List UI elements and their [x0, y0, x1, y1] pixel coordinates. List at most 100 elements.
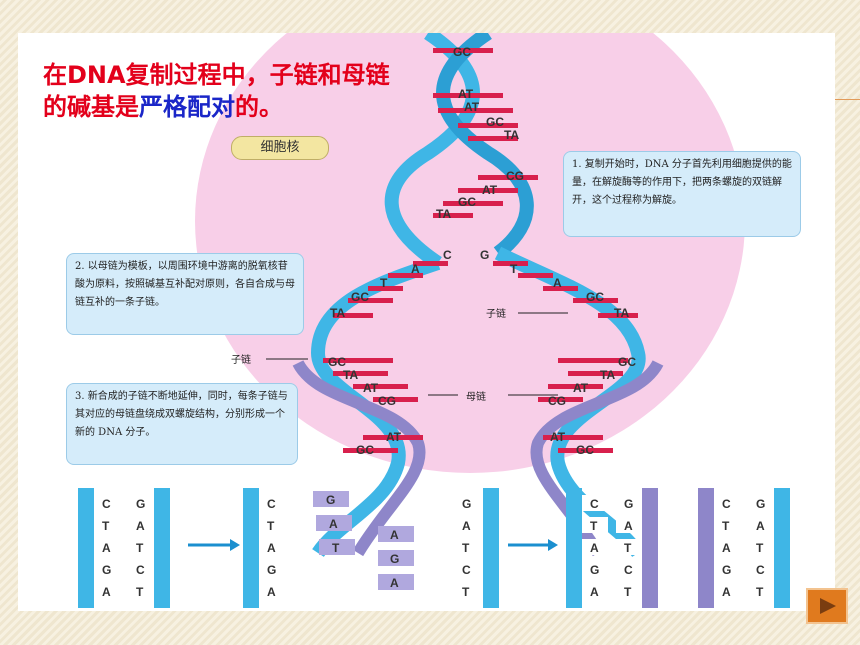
strip5-letter-r-3: C	[756, 563, 765, 577]
strip3-free-letter-1: G	[390, 552, 399, 566]
strip2-base-0	[259, 495, 285, 511]
strip2-letter-1: T	[267, 519, 275, 533]
base-pair-top-3: GC	[486, 115, 504, 129]
strip5-base-l-4	[714, 583, 740, 599]
strip2-free-letter-1: A	[329, 517, 338, 531]
right-helix-pair-1: TA	[600, 368, 615, 382]
strip5-letter-r-4: T	[756, 585, 764, 599]
strip4-base-l-4	[582, 583, 608, 599]
strip4-letter-r-1: A	[624, 519, 633, 533]
schematic-arrows	[188, 539, 558, 551]
strip5-letter-r-1: A	[756, 519, 765, 533]
strip1-base-l-0	[94, 495, 120, 511]
strip5-base-l-3	[714, 561, 740, 577]
strip2-free-2	[319, 539, 355, 555]
strip4-base-l-3	[582, 561, 608, 577]
next-slide-button[interactable]	[806, 588, 848, 624]
nucleus-label: 细胞核	[231, 136, 329, 160]
left-daughter-strand	[292, 359, 426, 557]
strip2-base-2	[259, 539, 285, 555]
strip4-letter-r-2: T	[624, 541, 632, 555]
strip1-base-r-3	[128, 561, 154, 577]
helix-strand-a	[384, 33, 480, 269]
strip1-base-l-4	[94, 583, 120, 599]
strip5-letter-l-4: A	[722, 585, 731, 599]
strip5-base-r-3	[748, 561, 774, 577]
base-pair-top-0: GC	[453, 45, 471, 59]
strip3-base-0	[454, 495, 483, 511]
strip2-letter-4: A	[267, 585, 276, 599]
strip5-letter-l-0: C	[722, 497, 731, 511]
strip2-base-1	[259, 517, 285, 533]
strip1-letter-r-4: T	[136, 585, 144, 599]
right-helix-pair-0: GC	[618, 355, 636, 369]
strip4-base-r-2	[616, 539, 642, 555]
strip3-letter-2: T	[462, 541, 470, 555]
strip4-letter-l-1: T	[590, 519, 598, 533]
strip5-letter-l-2: A	[722, 541, 731, 555]
slide-title: 在DNA复制过程中，子链和母链的碱基是严格配对的。	[43, 59, 413, 123]
strip3-letter-4: T	[462, 585, 470, 599]
strip2-free-1	[316, 515, 352, 531]
strip3-free-letter-0: A	[390, 528, 399, 542]
strip1-base-l-3	[94, 561, 120, 577]
base-pair-top-1: AT	[458, 87, 474, 101]
base-pair-top-4: TA	[504, 128, 519, 142]
right-helix-pair-5: GC	[576, 443, 594, 457]
strip1-right-backbone	[154, 488, 170, 608]
step2-box: 2. 以母链为模板，以周围环境中游离的脱氧核苷酸为原料，按照碱基互补配对原则，各…	[66, 253, 304, 335]
strip1-left-backbone	[78, 488, 94, 608]
strip3-letter-0: G	[462, 497, 471, 511]
base-pair-top-7: GC	[458, 195, 476, 209]
strip3-base-4	[454, 583, 483, 599]
strip4-base-l-0	[582, 495, 608, 511]
base-pair-top-5: CG	[506, 169, 524, 183]
strip5-right-backbone	[774, 488, 790, 608]
strip5-base-l-0	[714, 495, 740, 511]
left-helix-pair-0: GC	[328, 355, 346, 369]
strip4-base-r-3	[616, 561, 642, 577]
strip1-letter-r-1: A	[136, 519, 145, 533]
strip5-letter-r-0: G	[756, 497, 765, 511]
strip5-base-r-2	[748, 539, 774, 555]
fork-left-base-1: A	[411, 262, 420, 276]
title-text-red: 在DNA复制过程中，子链和母链的碱基是	[43, 61, 390, 121]
base-pair-top-2: AT	[464, 100, 480, 114]
strip1-base-l-1	[94, 517, 120, 533]
parent-strand-label: 母链	[466, 392, 486, 403]
strip1-base-r-1	[128, 517, 154, 533]
strip4-letter-r-0: G	[624, 497, 633, 511]
step3-box: 3. 新合成的子链不断地延伸，同时，每条子链与其对应的母链盘绕成双螺旋结构，分别…	[66, 383, 298, 465]
strip4-right-backbone	[642, 488, 658, 608]
lower-rungs	[323, 358, 628, 453]
strip4-letter-l-3: G	[590, 563, 599, 577]
strip3-free-letter-2: A	[390, 576, 399, 590]
strip3-letter-1: A	[462, 519, 471, 533]
strip3-free-1	[378, 550, 414, 566]
daughter-strand-label-right: 子链	[486, 309, 506, 320]
strip5-base-r-0	[748, 495, 774, 511]
strip1-base-r-0	[128, 495, 154, 511]
strip4-base-l-2	[582, 539, 608, 555]
strip4-letter-r-4: T	[624, 585, 632, 599]
right-helix-pair-2: AT	[573, 381, 589, 395]
strip1-base-l-2	[94, 539, 120, 555]
strip2-backbone	[243, 488, 259, 608]
left-helix-pair-1: TA	[343, 368, 358, 382]
strip2-letter-2: A	[267, 541, 276, 555]
fork-left-base-3: GC	[351, 290, 369, 304]
strip5-base-r-1	[748, 517, 774, 533]
strip3-letter-3: C	[462, 563, 471, 577]
arrow-2	[548, 539, 558, 551]
strip5-left-backbone	[698, 488, 714, 608]
strip5-base-l-1	[714, 517, 740, 533]
strip4-left-backbone	[566, 488, 582, 608]
strip1-base-r-4	[128, 583, 154, 599]
strip1-letter-l-0: C	[102, 497, 111, 511]
step1-box: 1. 复制开始时，DNA 分子首先利用细胞提供的能量，在解旋酶等的作用下，把两条…	[563, 151, 801, 237]
strip3-base-1	[454, 517, 483, 533]
